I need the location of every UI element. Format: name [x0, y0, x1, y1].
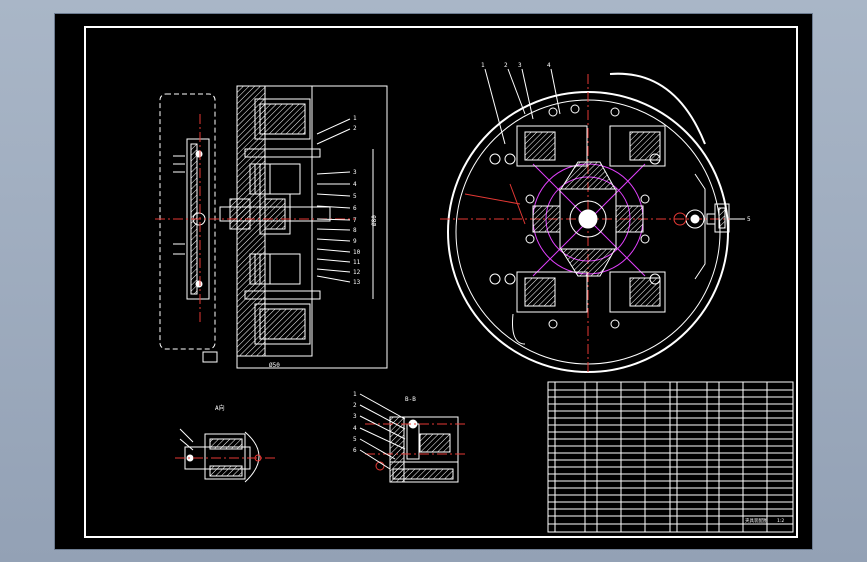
callout-7: 7	[353, 217, 357, 224]
dimension-overall: Ø80	[371, 215, 378, 226]
callout-4: 4	[353, 181, 357, 188]
detail-b-callout-6: 6	[353, 447, 357, 454]
callout-13: 13	[353, 279, 361, 286]
callout-8: 8	[353, 227, 357, 234]
callout-9: 9	[353, 238, 357, 245]
callout-6: 6	[353, 205, 357, 212]
front-section-view: 1 2 3 4 5 6 7 8 9 10 11 12 13 Ø80 Ø50	[155, 85, 388, 369]
detail-a-view: A向	[175, 404, 275, 483]
callout-5: 5	[353, 193, 357, 200]
detail-b-callout-2: 2	[353, 402, 357, 409]
detail-b-callout-1: 1	[353, 391, 357, 398]
callout-10: 10	[353, 249, 361, 256]
callout-1: 1	[353, 115, 357, 122]
callout-12: 12	[353, 269, 361, 276]
callout-2: 2	[353, 125, 357, 132]
plan-callout-3: 3	[518, 62, 522, 69]
drawing-name: 夹具装配图	[745, 517, 768, 524]
dimension-bottom: Ø50	[269, 362, 280, 369]
plan-callout-4: 4	[547, 62, 551, 69]
detail-b-title: B-B	[405, 396, 416, 403]
detail-b-callout-3: 3	[353, 413, 357, 420]
cad-drawing-sheet: 1 2 3 4 5 6 7 8 9 10 11 12 13 Ø80 Ø50	[55, 14, 812, 549]
callout-11: 11	[353, 259, 361, 266]
detail-a-title: A向	[215, 404, 225, 412]
plan-callout-5: 5	[747, 216, 751, 223]
sheet-border	[84, 26, 798, 538]
plan-view: 1 2 3 4 5	[440, 62, 751, 374]
cad-canvas: 1 2 3 4 5 6 7 8 9 10 11 12 13 Ø80 Ø50	[84, 26, 798, 538]
detail-b-view: B-B 1 2 3 4 5 6	[353, 391, 465, 483]
plan-callout-2: 2	[504, 62, 508, 69]
title-block: 夹具装配图 1:2	[547, 381, 794, 533]
detail-b-callout-5: 5	[353, 436, 357, 443]
plan-callout-1: 1	[481, 62, 485, 69]
callout-3: 3	[353, 169, 357, 176]
drawing-scale: 1:2	[777, 518, 784, 524]
detail-b-callout-4: 4	[353, 425, 357, 432]
